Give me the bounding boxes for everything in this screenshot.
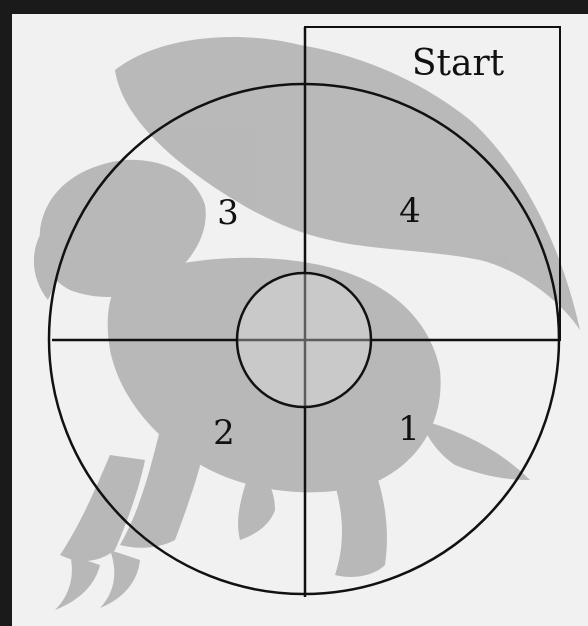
quadrant-label-4: 4: [399, 191, 421, 231]
start-label: Start: [412, 43, 505, 84]
quadrant-label-1: 1: [398, 409, 420, 449]
quadrant-label-3: 3: [217, 193, 239, 233]
center-circle: [237, 273, 371, 407]
quadrant-label-2: 2: [213, 413, 235, 453]
